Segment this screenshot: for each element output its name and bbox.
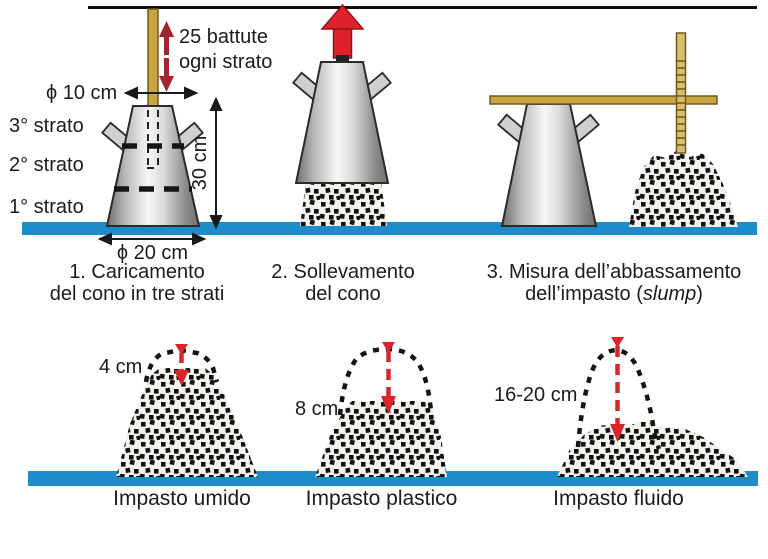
layer3-label: 3° strato [9,115,84,137]
tamping-note-line1: 25 battute [179,26,268,48]
caption-step2-line1: 2. Sollevamento [271,261,415,283]
cone2-knob [336,55,349,63]
panel1-filling [97,8,223,246]
tamping-rod [147,8,159,114]
result-umido [116,344,258,477]
caption-step1: 1. Caricamento del cono in tre strati [28,261,246,305]
layer1-label: 1° strato [9,196,84,218]
slump-arrow-plastico [381,342,396,414]
diameter-10-arrow [123,86,199,100]
layer2-label: 2° strato [9,154,84,176]
bottom-diameter-label: ϕ 20 cm [116,242,189,264]
cone1-body [105,105,201,227]
diameter-20-arrow [97,232,207,246]
result-label-fluido: Impasto fluido [553,487,684,510]
caption-step3-line2: dell’impasto (slump) [468,283,760,305]
tamping-direction-arrows-icon [159,21,174,92]
panel3-measuring [489,32,738,227]
height-label: 30 cm [189,135,211,191]
caption-step3-line2-italic: slump [642,283,697,305]
caption-step3-line1: 3. Misura dell’abbassamento [486,261,742,283]
tamping-note-line2: ogni strato [179,51,273,73]
caption-step3-line2-suffix: ) [696,283,703,305]
caption-step1-line1: 1. Caricamento [69,261,205,283]
result-label-plastico: Impasto plastico [305,487,458,510]
slump-measure-fluido: 16-20 cm [494,384,578,406]
caption-step2-line2: del cono [305,283,381,305]
concrete-column [300,182,387,226]
result-fluido [557,337,748,477]
slump-arrow-umido [174,344,189,386]
top-border-line [88,6,757,9]
top-diameter-label: ϕ 10 cm [46,82,118,104]
measuring-ruler [675,32,687,154]
rod-channel-dashed [147,110,159,169]
panel2-lifting [291,3,393,226]
caption-step1-line2: del cono in tre strati [49,283,225,305]
result-plastico [315,342,447,477]
cone-outline-dashed-fluido [575,347,662,450]
pile-umido [116,368,258,477]
slump-measure-plastico: 8 cm [295,398,339,420]
lift-arrow-icon [320,3,365,59]
ruler-ticks [677,60,685,146]
caption-step3: 3. Misura dell’abbassamento dell’impasto… [468,261,760,305]
slump-measure-umido: 4 cm [99,356,143,378]
pile-plastico [315,401,447,477]
cone2-body [294,61,390,184]
slump-arrow-fluido [610,337,625,442]
result-label-umido: Impasto umido [113,487,251,510]
straightedge-plank [489,95,718,105]
caption-step2: 2. Sollevamento del cono [255,261,431,305]
slumped-pile [629,151,738,227]
pile-fluido [557,421,748,477]
caption-step3-line2-prefix: dell’impasto ( [525,283,643,305]
height-30-arrow [209,96,223,230]
